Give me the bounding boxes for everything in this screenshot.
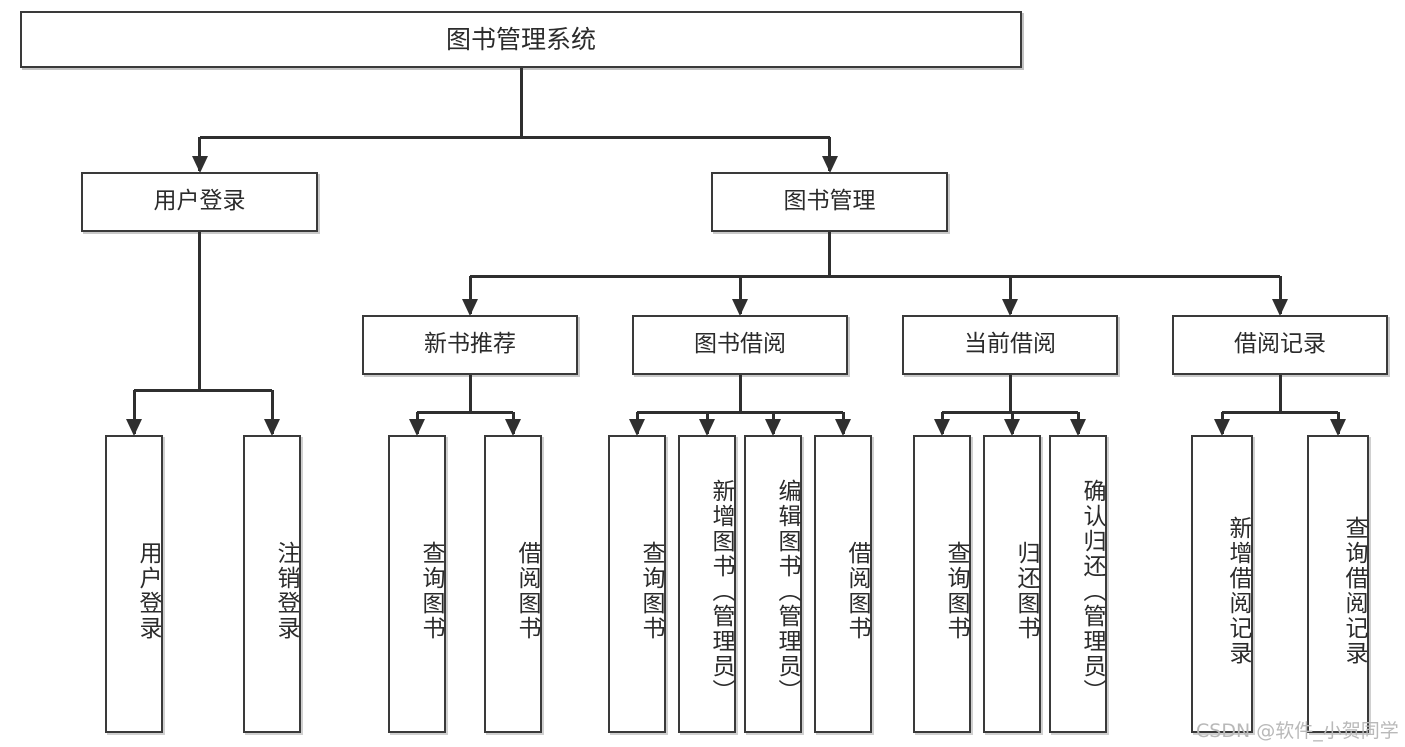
connector-line xyxy=(1008,276,1012,314)
arrowhead-icon xyxy=(934,419,950,436)
arrowhead-icon xyxy=(505,419,521,436)
connector-line xyxy=(637,410,843,414)
node-label: 注销登录 xyxy=(273,541,299,641)
node-label: 图书管理系统 xyxy=(445,24,596,54)
leaf-node[interactable]: 新增借阅记录 xyxy=(1191,435,1253,733)
leaf-node[interactable]: 借阅图书 xyxy=(484,435,542,733)
connector-line xyxy=(1222,410,1338,414)
node-book-management[interactable]: 图书管理 xyxy=(711,172,948,232)
leaf-node[interactable]: 确认归还（管理员） xyxy=(1049,435,1107,733)
node-label: 当前借阅 xyxy=(964,331,1056,358)
connector-line xyxy=(738,375,742,412)
connector-line xyxy=(738,276,742,314)
node-label: 编辑图书（管理员） xyxy=(774,478,800,704)
leaf-node[interactable]: 查询图书 xyxy=(388,435,446,733)
arrowhead-icon xyxy=(765,419,781,436)
node-label: 查询图书 xyxy=(638,541,664,641)
arrowhead-icon xyxy=(126,419,142,436)
leaf-node[interactable]: 查询图书 xyxy=(608,435,666,733)
node-label: 查询借阅记录 xyxy=(1341,516,1367,666)
node-label: 归还图书 xyxy=(1013,541,1039,641)
leaf-node[interactable]: 借阅图书 xyxy=(814,435,872,733)
leaf-node[interactable]: 编辑图书（管理员） xyxy=(744,435,802,733)
arrowhead-icon xyxy=(1330,419,1346,436)
connector-line xyxy=(1278,375,1282,412)
arrowhead-icon xyxy=(264,419,280,436)
node-label: 借阅图书 xyxy=(844,541,870,641)
arrowhead-icon xyxy=(835,419,851,436)
node-label: 借阅图书 xyxy=(514,541,540,641)
connector-line xyxy=(199,135,830,139)
arrowhead-icon xyxy=(1070,419,1086,436)
node-label: 借阅记录 xyxy=(1234,331,1326,358)
node-borrow-record[interactable]: 借阅记录 xyxy=(1172,315,1388,375)
node-label: 图书借阅 xyxy=(694,331,786,358)
node-label: 新增图书（管理员） xyxy=(708,478,734,704)
arrowhead-icon xyxy=(699,419,715,436)
node-label: 查询图书 xyxy=(418,541,444,641)
arrowhead-icon xyxy=(629,419,645,436)
node-book-borrow[interactable]: 图书借阅 xyxy=(632,315,848,375)
connector-line xyxy=(519,68,523,137)
arrowhead-icon xyxy=(1272,299,1288,316)
connector-line xyxy=(198,232,201,390)
arrowhead-icon xyxy=(1002,299,1018,316)
node-label: 用户登录 xyxy=(153,188,246,215)
arrowhead-icon xyxy=(462,299,478,316)
node-label: 用户登录 xyxy=(135,541,161,641)
leaf-node[interactable]: 用户登录 xyxy=(105,435,163,733)
node-label: 查询图书 xyxy=(943,541,969,641)
node-current-borrow[interactable]: 当前借阅 xyxy=(902,315,1118,375)
connector-line xyxy=(470,274,1280,278)
connector-line xyxy=(1278,276,1282,314)
connector-line xyxy=(942,410,1078,414)
leaf-node[interactable]: 归还图书 xyxy=(983,435,1041,733)
arrowhead-icon xyxy=(1214,419,1230,436)
arrowhead-icon xyxy=(191,156,208,173)
connector-line xyxy=(198,137,201,171)
connector-line xyxy=(468,375,472,412)
leaf-node[interactable]: 新增图书（管理员） xyxy=(678,435,736,733)
node-label: 图书管理 xyxy=(783,188,876,215)
connector-line xyxy=(828,137,831,171)
connector-line xyxy=(417,410,513,414)
node-label: 新书推荐 xyxy=(424,331,516,358)
node-new-book-recommendation[interactable]: 新书推荐 xyxy=(362,315,578,375)
arrowhead-icon xyxy=(1004,419,1020,436)
node-label: 确认归还（管理员） xyxy=(1079,478,1105,704)
connector-line xyxy=(270,390,274,434)
connector-line xyxy=(1008,375,1012,412)
leaf-node[interactable]: 注销登录 xyxy=(243,435,301,733)
connector-line xyxy=(828,232,831,276)
leaf-node[interactable]: 查询借阅记录 xyxy=(1307,435,1369,733)
arrowhead-icon xyxy=(409,419,425,436)
arrowhead-icon xyxy=(732,299,748,316)
connector-line xyxy=(468,276,472,314)
leaf-node[interactable]: 查询图书 xyxy=(913,435,971,733)
arrowhead-icon xyxy=(821,156,838,173)
node-user-login[interactable]: 用户登录 xyxy=(81,172,318,232)
connector-line xyxy=(132,390,136,434)
node-label: 新增借阅记录 xyxy=(1225,516,1251,666)
connector-line xyxy=(134,388,272,392)
node-root-book-management-system[interactable]: 图书管理系统 xyxy=(20,11,1022,68)
